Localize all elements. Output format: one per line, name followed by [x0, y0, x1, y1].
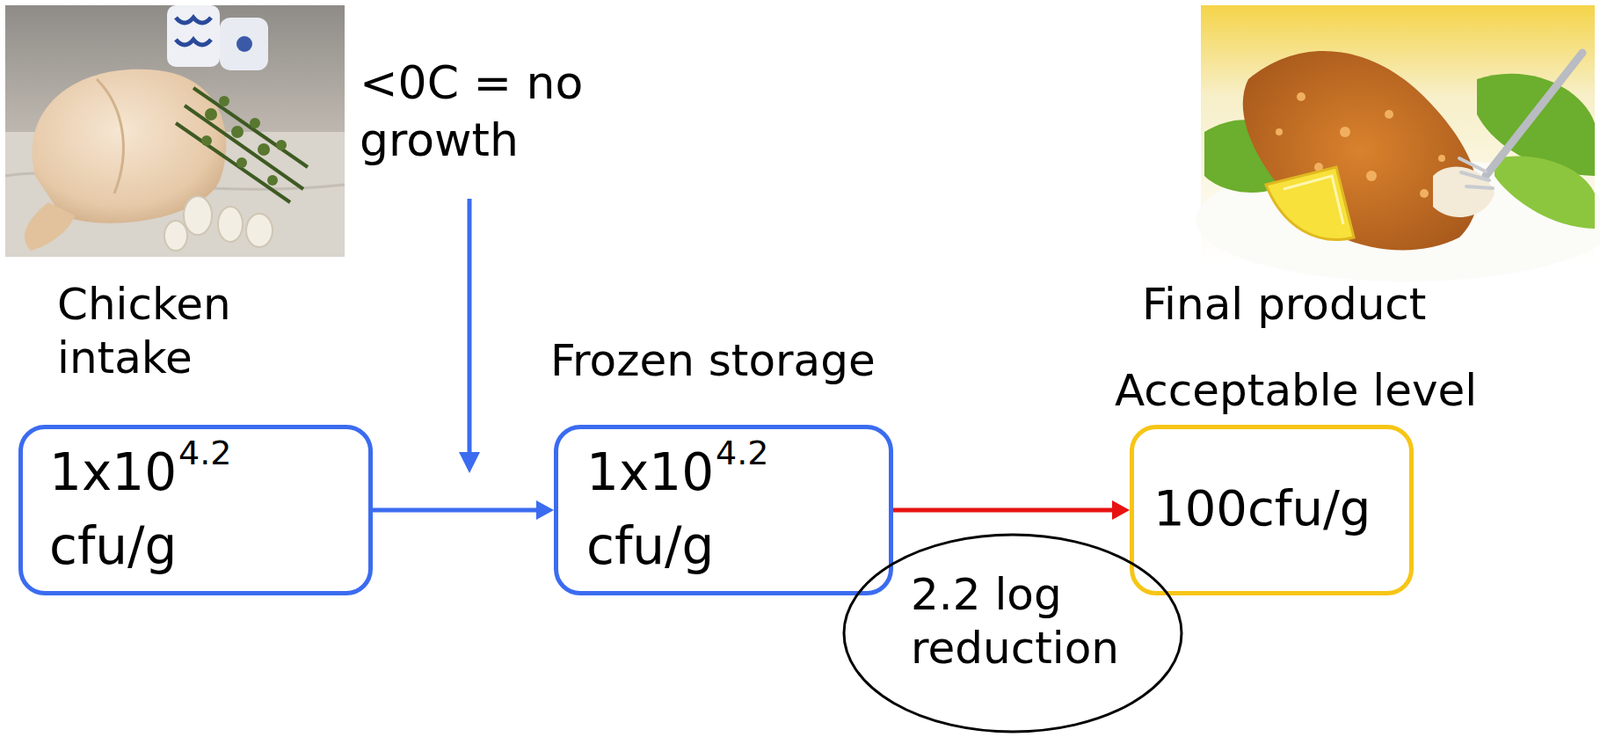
arrowhead: [536, 500, 554, 520]
leader-arrow: [458, 198, 480, 473]
chicken-photo: [5, 5, 345, 257]
flow-arrow: [893, 500, 1130, 520]
stage-heading: Final product: [1141, 277, 1426, 332]
reduction-note: 2.2 log reduction: [910, 567, 1166, 676]
stage-subheading: Acceptable level: [1114, 363, 1477, 418]
count-unit: cfu/g: [49, 515, 177, 578]
stage-box: Chicken intake1x104.2cfu/g: [18, 424, 373, 596]
count-value: 100cfu/g: [1153, 478, 1371, 539]
food-photo: [1195, 5, 1600, 282]
stage-heading: Frozen storage: [550, 334, 876, 388]
count-value: 1x10: [586, 441, 714, 504]
stage-heading: Chicken intake: [57, 277, 321, 386]
flow-arrow: [372, 500, 554, 520]
exponent: 4.2: [715, 432, 769, 473]
count-unit: cfu/g: [586, 515, 714, 578]
stage-box: Final productAcceptable level100cfu/g: [1129, 424, 1414, 596]
flow-line: [372, 508, 539, 513]
temperature-note: <0C = no growth: [359, 54, 615, 169]
stage-box: Frozen storage1x104.2cfu/g: [553, 424, 894, 596]
flow-line: [893, 508, 1114, 513]
exponent: 4.2: [178, 432, 232, 473]
note-ellipse: 2.2 log reduction: [842, 532, 1184, 734]
count-value: 1x10: [49, 441, 177, 504]
arrowhead: [1112, 500, 1130, 520]
